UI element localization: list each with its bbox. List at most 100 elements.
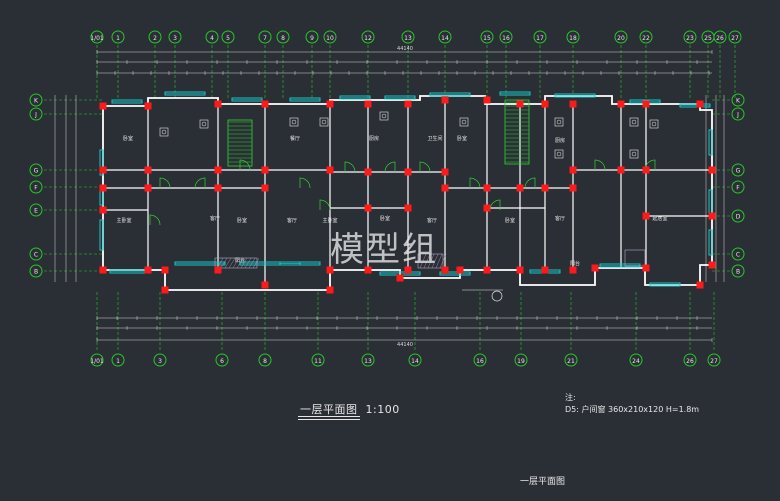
axis-bubble-top	[533, 30, 547, 44]
door-swing	[594, 159, 606, 171]
axis-bubble-right	[731, 107, 745, 121]
column	[642, 100, 650, 108]
axis-label-left: E	[34, 208, 38, 215]
column	[261, 281, 269, 289]
column	[708, 212, 716, 220]
axis-bubble-top	[258, 30, 272, 44]
axis-bubble-top	[111, 30, 125, 44]
axis-bubble-bottom	[111, 353, 125, 367]
stair-right	[504, 99, 530, 165]
axis-bubble-bottom	[564, 353, 578, 367]
axis-bubble-top	[148, 30, 162, 44]
drawing-title-text: 一层平面图	[300, 403, 358, 416]
column	[404, 168, 412, 176]
column	[396, 274, 404, 282]
axis-label-left: K	[34, 98, 39, 105]
hatch-line	[240, 257, 248, 269]
door-swing	[524, 177, 536, 189]
axis-label-top: 5	[226, 35, 230, 42]
fixture-basin	[381, 113, 387, 119]
axis-label-left: J	[34, 112, 37, 119]
column	[404, 266, 412, 274]
column	[483, 204, 491, 212]
column	[326, 166, 334, 174]
column	[441, 266, 449, 274]
section-symbol	[491, 290, 503, 302]
fixture-basin	[631, 119, 637, 125]
room-label: 客厅	[427, 217, 437, 224]
axis-bubble-right	[731, 209, 745, 223]
axis-label-top: 4	[210, 35, 214, 42]
axis-label-bottom: 6	[220, 358, 224, 365]
room-label: 卧室	[123, 135, 133, 142]
room-label: 卫生间	[427, 135, 442, 142]
column	[326, 286, 334, 294]
fixture	[629, 117, 639, 127]
axis-label-top: 18	[569, 35, 577, 42]
column	[617, 100, 625, 108]
column	[326, 100, 334, 108]
axis-label-top: 2	[153, 35, 157, 42]
axis-bubble-top	[221, 30, 235, 44]
axis-bubble-left	[29, 163, 43, 177]
column	[214, 100, 222, 108]
axis-label-bottom: 1	[116, 358, 120, 365]
title-underline-2	[298, 419, 360, 420]
axis-label-bottom: 24	[632, 358, 640, 365]
room-label: 厨房	[369, 135, 379, 142]
column	[99, 184, 107, 192]
door-swing	[344, 161, 356, 173]
axis-bubble-bottom	[153, 353, 167, 367]
axis-bubble-right	[731, 93, 745, 107]
column	[441, 96, 449, 104]
room-label: 主卧室	[322, 217, 337, 224]
axis-label-left: B	[34, 269, 38, 276]
column	[161, 286, 169, 294]
fixture-basin	[556, 151, 562, 157]
axis-label-top: 17	[536, 35, 544, 42]
column	[364, 204, 372, 212]
hatch-line	[248, 257, 256, 269]
hatch-line	[427, 253, 435, 269]
axis-label-top: 10	[326, 35, 334, 42]
drawing-title: 一层平面图 1:100	[300, 401, 400, 417]
axis-bubble-bottom	[311, 353, 325, 367]
column	[708, 261, 716, 269]
axis-bubble-bottom	[683, 353, 697, 367]
door-swing	[384, 161, 396, 173]
axis-bubble-bottom	[361, 353, 375, 367]
fixture	[459, 117, 469, 127]
axis-bubble-left	[29, 93, 43, 107]
room-label: 阳台	[570, 260, 580, 267]
axis-bubble-bottom	[258, 353, 272, 367]
room-label: 卧室	[237, 217, 247, 224]
axis-bubble-top	[566, 30, 580, 44]
axis-label-right: F	[736, 185, 740, 192]
note-label: 注:	[565, 393, 576, 402]
fixture	[379, 111, 389, 121]
fixture	[199, 119, 209, 129]
window-side	[99, 219, 104, 251]
hatch-line	[423, 253, 431, 269]
axis-label-bottom: 11	[314, 358, 322, 365]
axis-label-top: 14	[441, 35, 449, 42]
axis-bubble-top	[713, 30, 727, 44]
axis-bubble-top	[90, 30, 104, 44]
axis-label-top: 26	[716, 35, 724, 42]
hatch-line	[232, 257, 240, 269]
door-swing	[419, 161, 431, 173]
door-swing	[299, 177, 311, 189]
axis-bubble-top	[499, 30, 513, 44]
balcony-hatch	[214, 257, 258, 269]
axis-label-top: 15	[483, 35, 491, 42]
room-label: 客厅	[555, 215, 565, 222]
axis-bubble-left	[29, 264, 43, 278]
column	[696, 100, 704, 108]
window-side	[99, 149, 104, 176]
column	[541, 100, 549, 108]
room-label: 阳台	[235, 257, 245, 264]
column	[261, 166, 269, 174]
column	[404, 204, 412, 212]
footer-caption: 一层平面图	[520, 477, 566, 487]
